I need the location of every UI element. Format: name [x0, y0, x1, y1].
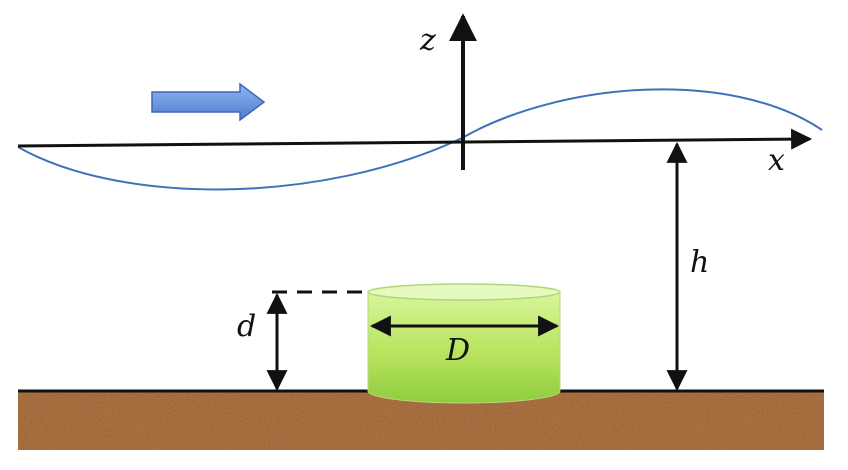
label-z-axis: z — [419, 23, 436, 58]
x-axis — [17, 128, 813, 150]
label-height: d — [237, 309, 256, 344]
label-depth: h — [690, 245, 709, 280]
right-arrow-icon — [151, 82, 266, 122]
label-diameter: D — [445, 333, 470, 368]
label-x-axis: x — [768, 143, 785, 178]
